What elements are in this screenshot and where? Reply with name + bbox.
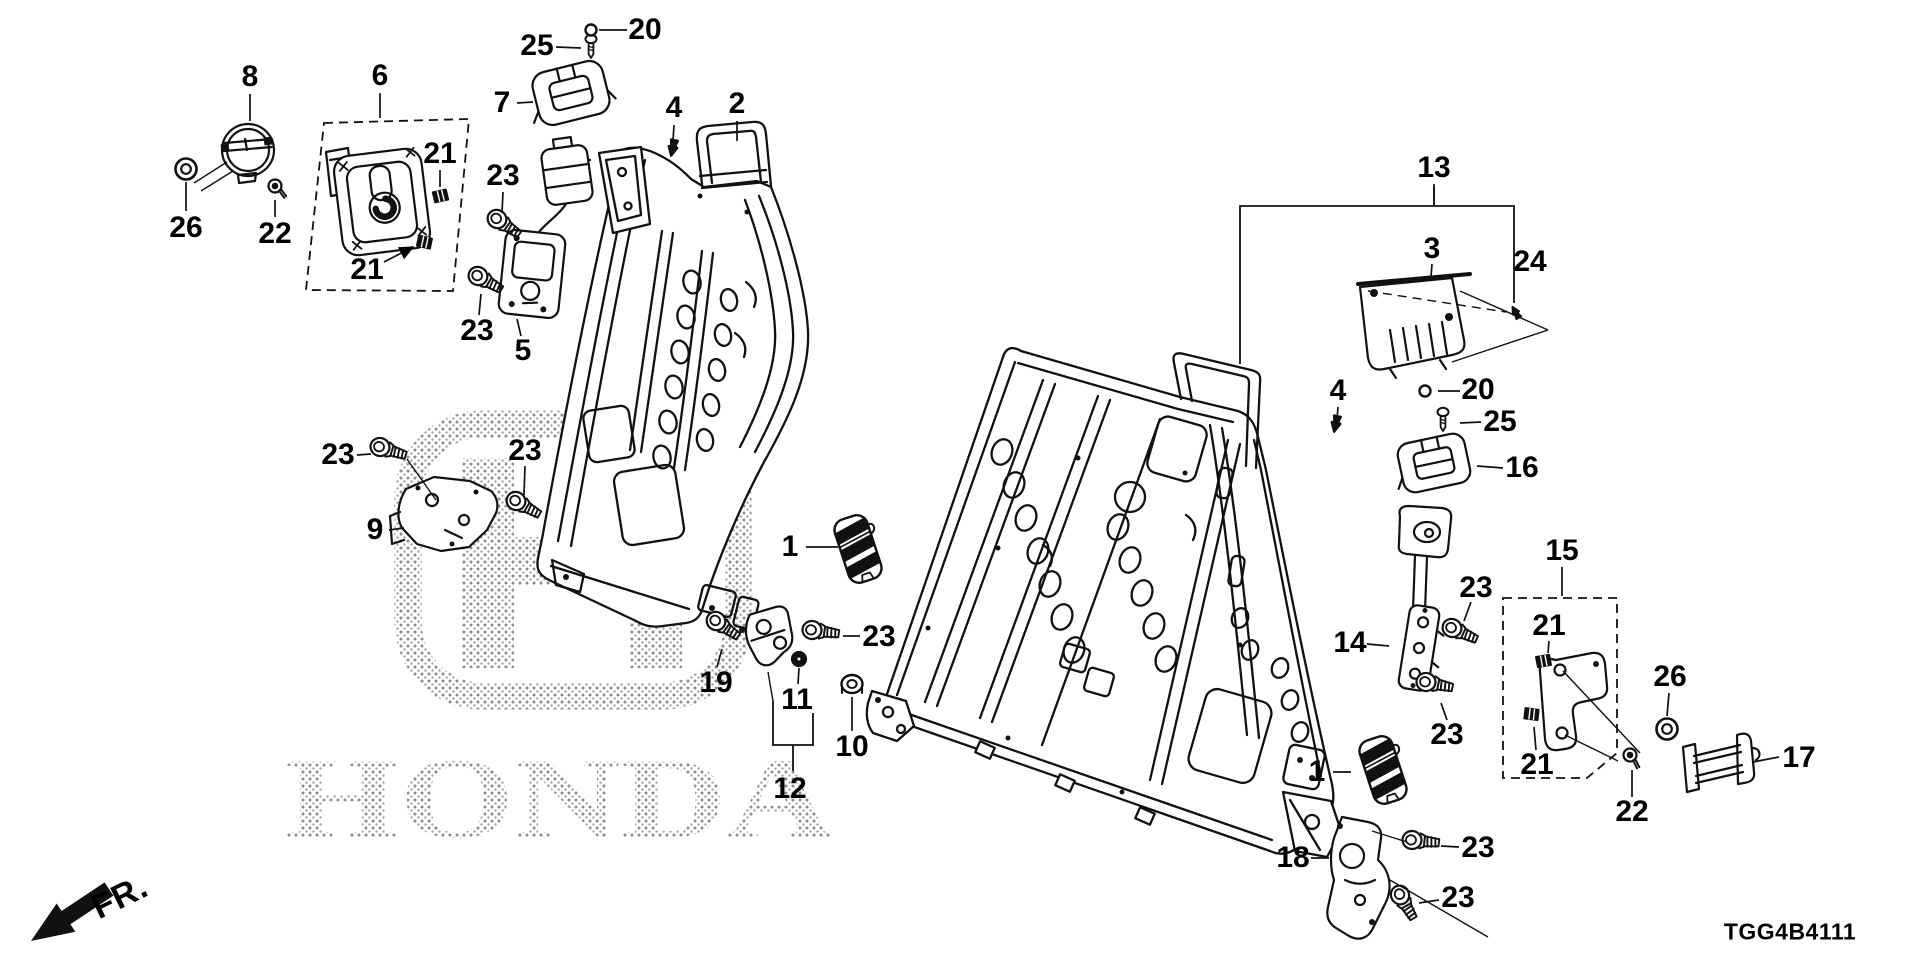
part-callout-23: 23: [321, 438, 355, 471]
bolt-23: [482, 205, 526, 243]
part-callout-23: 23: [1461, 831, 1495, 864]
part-callout-4: 4: [665, 91, 683, 124]
part-3-headrest-bracket-cover: [1356, 272, 1472, 380]
part-callout-21: 21: [1520, 748, 1554, 781]
part-callout-20: 20: [628, 13, 662, 46]
bolt-4: [1328, 414, 1343, 434]
seat-back-frame-right-drawing: [865, 346, 1343, 859]
nut-26: [174, 157, 198, 181]
part-callout-26: 26: [1653, 660, 1687, 693]
nut-10: [840, 673, 864, 695]
part-16-headrest-guide-cover: [1396, 432, 1472, 494]
honda-watermark-text: HONDA: [285, 735, 833, 862]
part-1-headrest-guide-right: [1355, 730, 1416, 808]
part-callout-22: 22: [1615, 795, 1649, 828]
fr-direction-arrow: [31, 882, 114, 941]
part-callout-9: 9: [366, 513, 384, 546]
bolt-23: [800, 618, 842, 644]
clip-21: [1534, 653, 1553, 669]
part-5-latch-assembly: [497, 136, 594, 320]
bolt-23: [1413, 670, 1456, 698]
part-callout-23: 23: [1441, 881, 1475, 914]
part-18-hinge-bracket: [1326, 815, 1391, 940]
part-callout-23: 23: [460, 314, 494, 347]
part-callout-7: 7: [493, 86, 511, 119]
part-callout-12: 12: [773, 772, 807, 805]
part-callout-21: 21: [350, 253, 384, 286]
part-callout-20: 20: [1461, 373, 1495, 406]
drawing-code: TGG4B4111: [1723, 918, 1857, 945]
part-callout-21: 21: [423, 137, 457, 170]
part-callout-25: 25: [520, 29, 554, 62]
callout-leader-lines: [185, 29, 1780, 938]
bolt-23: [1438, 614, 1482, 649]
clip-21: [431, 188, 450, 204]
part-callout-14: 14: [1333, 626, 1367, 659]
part-callout-17: 17: [1782, 741, 1816, 774]
bolt-23: [1400, 828, 1441, 853]
part-callout-2: 2: [728, 87, 746, 120]
part-14-belt-anchor-assembly: [1397, 504, 1453, 692]
part-callout-11: 11: [781, 683, 813, 716]
part-callout-23: 23: [1459, 571, 1493, 604]
nut-11: [790, 650, 808, 668]
screw-22: [1619, 745, 1647, 770]
part-callout-5: 5: [514, 334, 532, 367]
part-callout-1: 1: [1308, 755, 1326, 788]
part-17-striker-bar: [1681, 732, 1761, 794]
bolt-23: [367, 434, 410, 466]
part-callout-16: 16: [1505, 451, 1539, 484]
clip-21: [1522, 706, 1541, 723]
screw-25: [584, 33, 598, 60]
part-callout-1: 1: [781, 530, 799, 563]
part-callout-23: 23: [508, 434, 542, 467]
part-7-headrest-guide-cover: [531, 59, 617, 127]
part-15-bracket: [1538, 651, 1609, 752]
part-12-latch-lower: [744, 605, 794, 667]
part-callout-23: 23: [1430, 718, 1464, 751]
washer-20: [584, 23, 598, 37]
part-callout-23: 23: [486, 159, 520, 192]
part-callout-24: 24: [1513, 245, 1547, 278]
part-callout-23: 23: [862, 620, 896, 653]
part-callout-6: 6: [371, 59, 389, 92]
part-8-lock-knob: [220, 122, 276, 185]
part-callout-18: 18: [1276, 841, 1310, 874]
screw-22: [265, 176, 291, 200]
part-callout-13: 13: [1417, 151, 1451, 184]
part-callout-10: 10: [835, 730, 869, 763]
part-callout-26: 26: [169, 211, 203, 244]
part-6-striker-plate: [324, 146, 432, 257]
washer-20: [1418, 384, 1432, 398]
bolt-23: [464, 262, 507, 299]
nut-26: [1655, 717, 1679, 741]
part-callout-4: 4: [1329, 374, 1347, 407]
part-callout-8: 8: [241, 60, 259, 93]
part-callout-19: 19: [699, 666, 733, 699]
detached-parts-drawings: [174, 23, 1761, 940]
screw-25: [1436, 406, 1450, 433]
part-callout-25: 25: [1483, 405, 1517, 438]
bolt-4: [665, 138, 680, 158]
part-callout-21: 21: [1532, 609, 1566, 642]
part-callout-22: 22: [258, 217, 292, 250]
part-callout-15: 15: [1545, 534, 1579, 567]
part-callout-3: 3: [1423, 232, 1441, 265]
seat-back-frame-left-drawing: [536, 120, 810, 633]
part-1-headrest-guide-left: [830, 509, 891, 587]
